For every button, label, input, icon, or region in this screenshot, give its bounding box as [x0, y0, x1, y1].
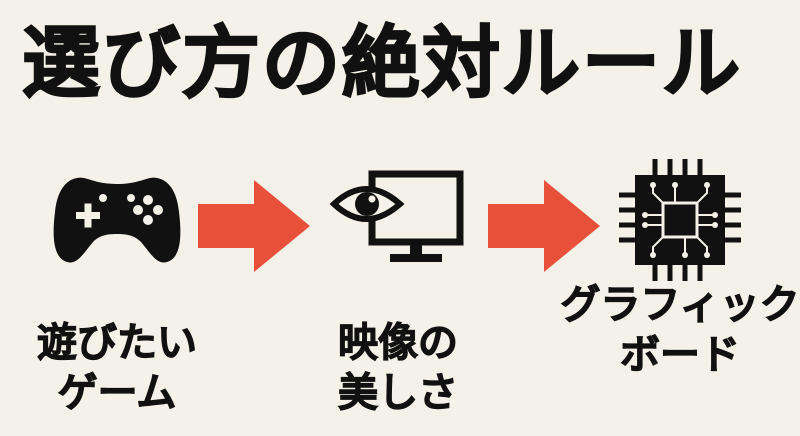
step-visuals: 映像の 美しさ — [288, 160, 508, 418]
step-label: 映像の 美しさ — [338, 318, 459, 418]
step-game: 遊びたい ゲーム — [7, 160, 227, 418]
step-label: グラフィック ボード — [560, 280, 800, 380]
chip-icon — [605, 159, 755, 281]
game-controller-icon — [42, 160, 192, 280]
step-graphics-board: グラフィック ボード — [560, 159, 800, 380]
step-label-line: 美しさ — [338, 370, 459, 417]
step-label: 遊びたい ゲーム — [37, 318, 198, 418]
arrow-right-icon — [198, 180, 310, 272]
step-label-line: ゲーム — [57, 370, 177, 417]
step-label-line: 遊びたい — [37, 320, 198, 367]
step-label-line: ボード — [619, 332, 740, 379]
arrow-right-icon — [488, 180, 600, 272]
eye-monitor-icon — [323, 160, 473, 280]
page-title: 選び方の絶対ルール — [21, 18, 743, 110]
step-label-line: グラフィック — [560, 282, 800, 329]
step-label-line: 映像の — [338, 320, 459, 367]
